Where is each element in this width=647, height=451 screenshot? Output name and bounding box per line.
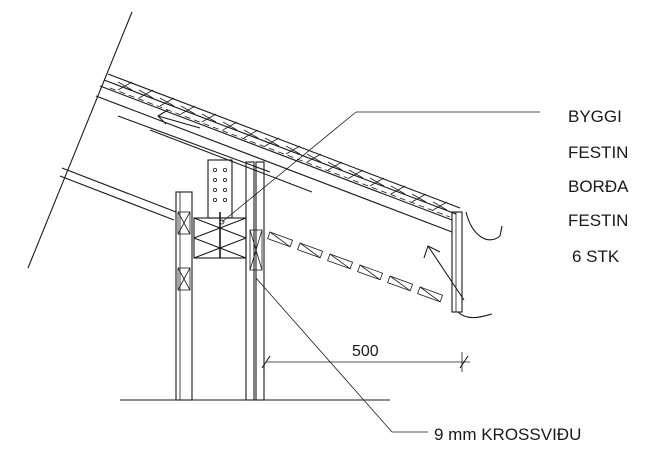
roof-battens <box>117 81 448 211</box>
callout-text-3: BORÐA <box>568 177 629 196</box>
blocking <box>193 212 247 259</box>
dimension-label: 500 <box>352 343 379 360</box>
fascia-board <box>451 211 463 313</box>
callout-text-5: 6 STK <box>572 247 620 266</box>
right-studs <box>245 161 265 401</box>
roof-arrow <box>157 109 201 129</box>
dimension-500 <box>261 340 470 372</box>
callout-text-2: FESTIN <box>568 143 628 162</box>
rafter-inner-line <box>149 129 313 193</box>
rafter-lower <box>59 115 271 221</box>
callout-text-4: FESTIN <box>568 211 628 230</box>
eave-arrow <box>423 245 465 301</box>
fascia-tail <box>457 311 493 319</box>
plywood-leader <box>255 277 428 433</box>
callout-text-1: BYGGI <box>568 107 622 126</box>
left-stud <box>175 191 193 401</box>
gutter <box>465 211 503 241</box>
roof-layers <box>95 73 461 233</box>
callout-leader <box>219 111 540 225</box>
soffit-boards <box>267 231 444 303</box>
left-break-line <box>27 11 133 269</box>
steel-bracket <box>207 159 233 219</box>
plywood-note-text: 9 mm KROSSVIÐU <box>434 425 581 444</box>
